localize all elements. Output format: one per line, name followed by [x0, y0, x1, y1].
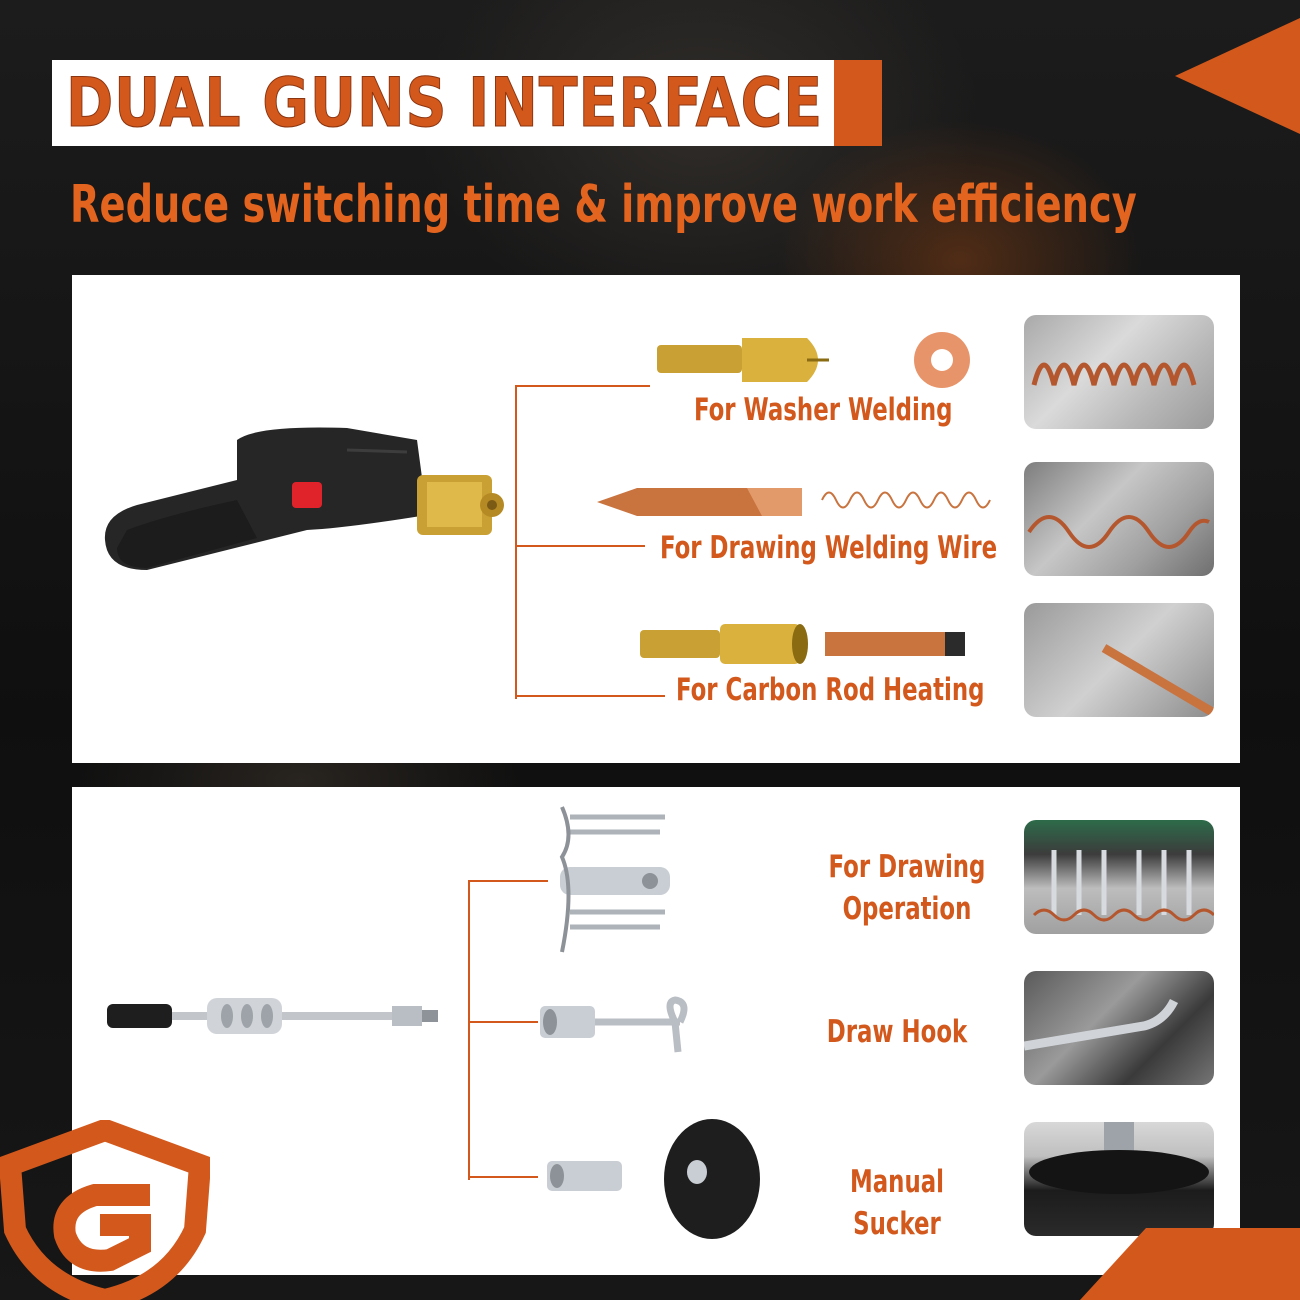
connector-line	[515, 695, 665, 697]
connector-bracket	[515, 385, 517, 699]
corner-accent-top	[1175, 18, 1300, 134]
photo-draw-hook	[1024, 971, 1214, 1085]
panel-slide-hammer: For Drawing Operation Draw Hook Manual S…	[72, 787, 1240, 1275]
draw-hook-icon	[540, 996, 688, 1053]
label-draw-hook: Draw Hook	[826, 1014, 968, 1050]
label-manual-sucker: Manual Sucker	[849, 1164, 945, 1242]
label-carbon-rod-heating: For Carbon Rod Heating	[676, 672, 985, 708]
connector-line	[468, 880, 548, 882]
photo-carbon-rod-heating	[1024, 603, 1214, 717]
label-drawing-welding-wire: For Drawing Welding Wire	[660, 530, 998, 566]
connector-line	[515, 545, 645, 547]
slide-hammer-icon	[107, 998, 438, 1034]
wire-tip-icon	[597, 488, 991, 516]
brand-logo-icon	[0, 1120, 210, 1300]
connector-bracket	[468, 880, 470, 1180]
washer-tip-icon	[657, 332, 970, 388]
multi-hook-tool-icon	[559, 806, 670, 953]
connector-line	[468, 1021, 538, 1023]
connector-line	[468, 1176, 538, 1178]
welding-gun-icon	[104, 427, 504, 570]
page-subtitle: Reduce switching time & improve work eff…	[70, 175, 1137, 235]
carbon-rod-tip-icon	[640, 624, 965, 664]
label-washer-welding: For Washer Welding	[694, 392, 953, 428]
photo-drawing-operation	[1024, 820, 1214, 934]
label-drawing-operation: For Drawing Operation	[828, 849, 986, 927]
photo-washer-welding	[1024, 315, 1214, 429]
manual-sucker-icon	[547, 1119, 760, 1239]
panel-welding-gun: For Washer Welding For Drawing Welding W…	[72, 275, 1240, 763]
page-title: DUAL GUNS INTERFACE	[66, 64, 824, 144]
photo-drawing-welding-wire	[1024, 462, 1214, 576]
photo-manual-sucker	[1024, 1122, 1214, 1236]
connector-line	[515, 385, 650, 387]
title-banner: DUAL GUNS INTERFACE	[52, 60, 882, 146]
